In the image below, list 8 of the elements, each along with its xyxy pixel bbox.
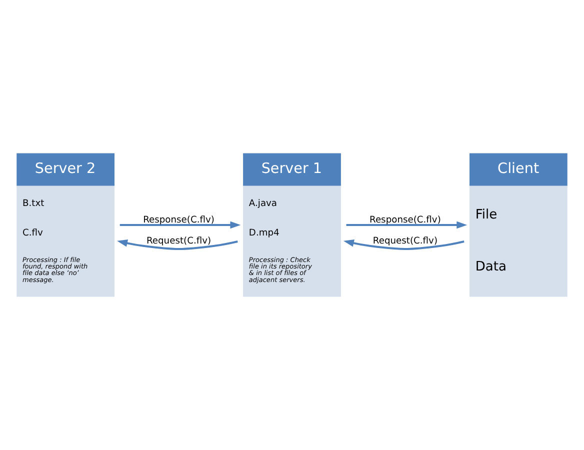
arrow bbox=[120, 221, 241, 229]
edge-label: Request(C.flv) bbox=[372, 236, 438, 246]
arrow bbox=[343, 240, 464, 250]
edge-label: Response(C.flv) bbox=[370, 216, 441, 226]
arrow bbox=[346, 221, 468, 229]
arrow bbox=[117, 240, 238, 250]
edge-label: Response(C.flv) bbox=[143, 216, 214, 226]
edge-label: Request(C.flv) bbox=[146, 236, 212, 246]
